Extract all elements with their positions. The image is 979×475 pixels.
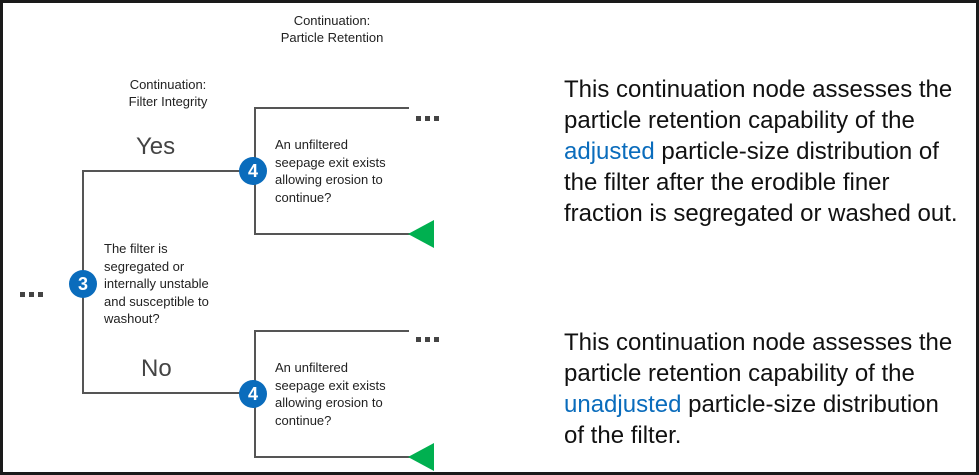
description-highlight: unadjusted	[564, 391, 682, 418]
caption-line: Filter Integrity	[128, 94, 208, 109]
question-line: An unfiltered	[275, 360, 348, 375]
question-line: seepage exit exists	[275, 377, 386, 393]
question-line: internally unstable	[104, 276, 209, 291]
end-marker-triangle-icon	[408, 220, 434, 248]
node4-bottom-badge: 4	[239, 380, 267, 408]
question-line: and susceptible to	[104, 293, 209, 309]
question-line: continue?	[275, 412, 332, 428]
node4-bottom-no-line	[254, 456, 414, 458]
no-branch-line	[82, 392, 255, 394]
top-right-continuation-ellipsis	[416, 108, 443, 126]
left-continuation-ellipsis	[20, 284, 47, 302]
question-line: seepage exit exists	[275, 154, 386, 170]
node3-badge: 3	[69, 270, 97, 298]
caption-filter-integrity: Continuation: Filter Integrity	[104, 76, 232, 110]
description-top: This continuation node assesses the part…	[564, 74, 964, 229]
end-marker-triangle-icon	[408, 443, 434, 471]
description-text: This continuation node assesses the part…	[564, 329, 953, 387]
description-text: This continuation node assesses the part…	[564, 76, 953, 134]
question-line: continue?	[275, 189, 332, 205]
question-line: allowing erosion to	[275, 395, 383, 410]
description-bottom: This continuation node assesses the part…	[564, 327, 964, 451]
node4-top-no-line	[254, 233, 414, 235]
node4-bottom-yes-line	[254, 330, 409, 332]
yes-branch-line	[82, 170, 255, 172]
question-line: segregated or	[104, 258, 185, 274]
caption-line: Continuation:	[129, 77, 207, 92]
caption-particle-retention: Continuation: Particle Retention	[262, 12, 402, 46]
description-text: particle-size distribution of the filter…	[564, 138, 958, 227]
node3-question: The filter is segregated or internally u…	[104, 240, 234, 328]
branch-label-no: No	[141, 355, 172, 382]
branch-label-yes: Yes	[136, 133, 176, 160]
question-line: washout?	[104, 311, 160, 326]
node4-top-question: An unfiltered seepage exit exists allowi…	[275, 136, 415, 206]
node4-top-yes-line	[254, 107, 409, 109]
caption-line: Particle Retention	[280, 30, 384, 45]
bottom-right-continuation-ellipsis	[416, 329, 443, 347]
question-line: The filter is	[104, 241, 168, 256]
description-highlight: adjusted	[564, 138, 655, 165]
node4-top-badge: 4	[239, 157, 267, 185]
node4-bottom-question: An unfiltered seepage exit exists allowi…	[275, 359, 415, 429]
caption-line: Continuation:	[293, 13, 371, 28]
question-line: allowing erosion to	[275, 172, 383, 187]
question-line: An unfiltered	[275, 137, 348, 152]
description-text: particle-size distribution of the filter…	[564, 391, 939, 449]
